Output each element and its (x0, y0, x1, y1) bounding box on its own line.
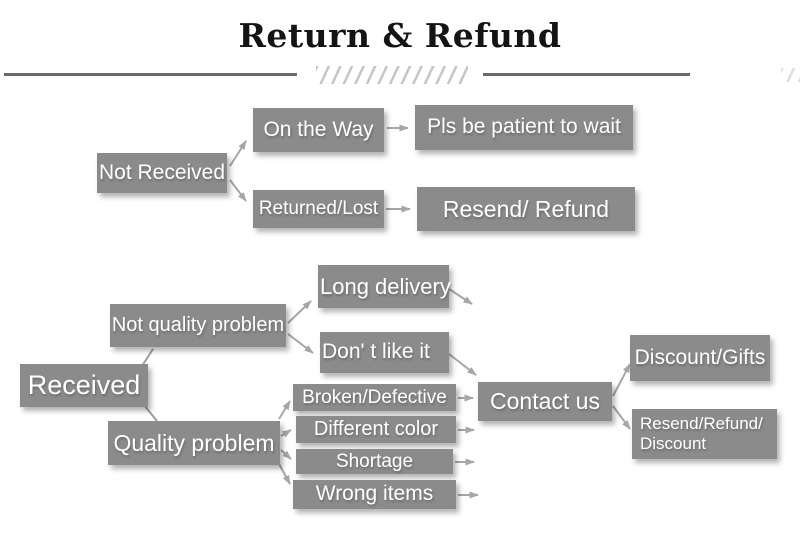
divider-line-left (4, 73, 297, 76)
node-discount-gifts: Discount/Gifts (630, 335, 770, 381)
node-resend-refund-discount: Resend/Refund/ Discount (632, 409, 777, 459)
node-received: Received (20, 364, 148, 407)
arrow-quality-to-different-color (280, 429, 292, 438)
page-title: Return & Refund (238, 16, 562, 55)
divider-line-right (483, 73, 690, 76)
arrow-not-quality-to-long-delivery (287, 300, 312, 324)
node-resend-refund-discount-line2: Discount (640, 434, 707, 453)
hatch-decoration-right (781, 68, 800, 82)
node-not-quality-problem: Not quality problem (110, 304, 286, 347)
arrow-quality-to-shortage (280, 449, 292, 460)
arrow-contact-us-to-discount-gifts (612, 363, 631, 397)
node-dont-like-it: Don' t like it (320, 332, 449, 373)
connector-received-to-quality-problem (143, 404, 158, 422)
node-resend-refund: Resend/ Refund (417, 187, 635, 231)
node-contact-us: Contact us (478, 382, 612, 421)
node-long-delivery: Long delivery (318, 265, 451, 308)
node-returned-lost: Returned/Lost (253, 190, 384, 228)
arrow-dont-like-it-to-contact-us (448, 353, 477, 376)
arrow-long-delivery-out (448, 288, 473, 305)
arrow-quality-to-broken-defective (278, 400, 291, 420)
arrow-not-quality-to-dont-like-it (287, 333, 314, 354)
node-different-color: Different color (296, 416, 456, 443)
arrow-contact-us-to-resend-refund-discount (612, 405, 631, 430)
hatch-decoration (316, 66, 468, 84)
node-shortage: Shortage (296, 449, 453, 474)
node-resend-refund-discount-line1: Resend/Refund/ (640, 414, 763, 434)
node-on-the-way: On the Way (253, 108, 384, 152)
node-not-received: Not Received (97, 153, 227, 193)
node-pls-be-patient-to-wait: Pls be patient to wait (415, 105, 633, 150)
node-quality-problem: Quality problem (108, 421, 280, 465)
node-wrong-items: Wrong items (293, 480, 456, 509)
arrow-not-received-to-returned-lost (229, 179, 247, 202)
connector-received-to-not-quality-problem (141, 348, 154, 367)
arrow-not-received-to-on-the-way (229, 140, 247, 167)
node-broken-defective: Broken/Defective (293, 384, 456, 411)
